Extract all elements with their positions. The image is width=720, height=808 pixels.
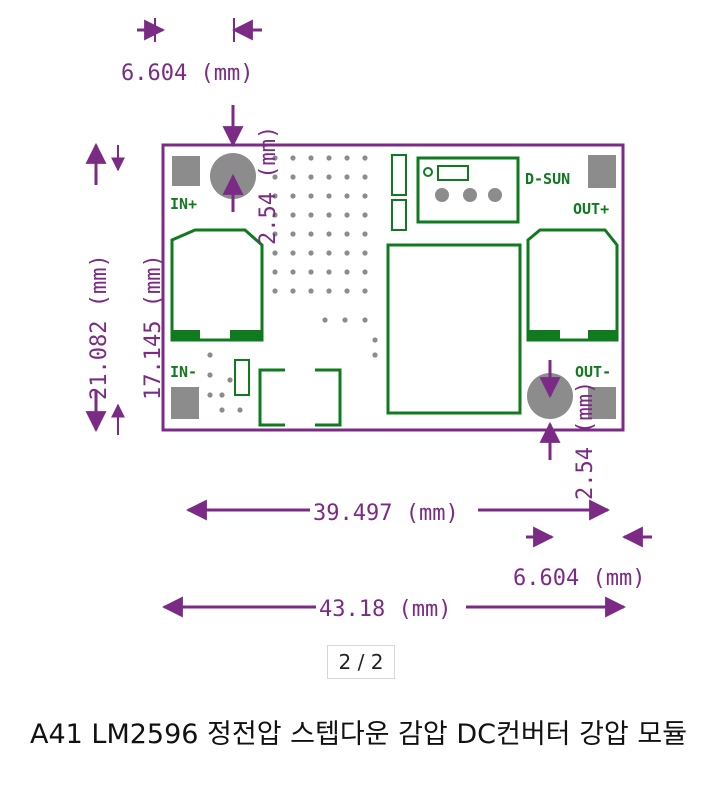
output-capacitor-band-left xyxy=(528,330,560,340)
label-out-minus: OUT- xyxy=(575,363,611,381)
via-dot xyxy=(290,193,296,199)
pad-in-minus xyxy=(171,387,199,419)
via-dot xyxy=(290,231,296,237)
via-dot xyxy=(290,269,296,275)
via-dot xyxy=(207,372,213,378)
input-capacitor-band-left xyxy=(172,330,200,340)
via-dot xyxy=(344,193,350,199)
via-dot xyxy=(308,212,314,218)
input-capacitor-band-right xyxy=(230,330,262,340)
dim-hole-offset-bottom: 2.54 (mm) xyxy=(573,381,598,500)
via-dot xyxy=(362,155,368,161)
via-dot xyxy=(326,155,332,161)
dim-total-height: 21.082 (mm) xyxy=(87,254,112,400)
via-dot xyxy=(344,155,350,161)
via-dot xyxy=(290,288,296,294)
via-dot xyxy=(326,212,332,218)
label-in-plus: IN+ xyxy=(170,195,197,213)
via-dot xyxy=(219,392,225,398)
via-dot xyxy=(308,174,314,180)
via-dot xyxy=(326,250,332,256)
via-dot xyxy=(272,288,278,294)
via-dot xyxy=(326,193,332,199)
via-dot xyxy=(227,377,233,383)
via-dot xyxy=(308,269,314,275)
via-dot xyxy=(344,269,350,275)
via-dot xyxy=(326,174,332,180)
via-dot xyxy=(272,250,278,256)
via-dot xyxy=(308,231,314,237)
via-dot xyxy=(372,352,378,358)
via-dot xyxy=(362,269,368,275)
via-dot xyxy=(372,337,378,343)
via-dot xyxy=(237,407,243,413)
via-dot xyxy=(290,174,296,180)
potentiometer-outline xyxy=(416,156,520,224)
via-dot xyxy=(362,231,368,237)
via-dot xyxy=(344,212,350,218)
via-dot xyxy=(308,250,314,256)
label-brand: D-SUN xyxy=(525,170,570,188)
pad-out-plus xyxy=(588,155,616,188)
via-dot xyxy=(362,250,368,256)
product-title: A41 LM2596 정전압 스텝다운 감압 DC컨버터 강압 모듈 xyxy=(30,719,688,750)
pot-pin-1 xyxy=(423,167,433,177)
pcb-dimension-diagram: IN+ IN- OUT+ OUT- D-SUN 6.604 (mm) 2.54 … xyxy=(85,18,652,622)
via-dot xyxy=(272,174,278,180)
image-pager[interactable]: 2 / 2 xyxy=(327,645,395,679)
via-dot xyxy=(290,212,296,218)
via-dot xyxy=(308,288,314,294)
via-dot xyxy=(362,174,368,180)
via-dot xyxy=(344,250,350,256)
via-dot xyxy=(362,288,368,294)
via-dot xyxy=(308,193,314,199)
via-dot xyxy=(272,212,278,218)
via-dot xyxy=(272,193,278,199)
via-dot xyxy=(290,155,296,161)
smd-component-top-2 xyxy=(391,199,407,231)
dim-hole-offset-top: 2.54 (mm) xyxy=(256,126,281,245)
via-dot-grid xyxy=(207,155,378,413)
via-dot xyxy=(207,392,213,398)
via-dot xyxy=(344,174,350,180)
smd-component-top xyxy=(391,154,407,196)
dim-hole-spacing-height: 17.145 (mm) xyxy=(141,254,166,400)
via-dot xyxy=(272,155,278,161)
via-dot xyxy=(322,317,328,323)
via-dot xyxy=(207,352,213,358)
label-in-minus: IN- xyxy=(170,363,197,381)
potentiometer-slot xyxy=(437,165,469,181)
via-dot xyxy=(326,231,332,237)
pot-pin-2 xyxy=(463,188,477,202)
via-dot xyxy=(272,231,278,237)
dim-pad-spacing-bottom: 6.604 (mm) xyxy=(513,566,645,591)
via-dot xyxy=(308,155,314,161)
smd-component-bottom xyxy=(234,359,250,396)
via-dot xyxy=(344,231,350,237)
via-dot xyxy=(219,407,225,413)
pad-in-plus xyxy=(172,156,200,186)
diode-outline xyxy=(258,368,342,427)
via-dot xyxy=(362,193,368,199)
via-dot xyxy=(326,288,332,294)
pot-pin-3 xyxy=(488,188,502,202)
via-dot xyxy=(272,269,278,275)
output-capacitor-band-right xyxy=(588,330,617,340)
via-dot xyxy=(344,288,350,294)
via-dot xyxy=(362,212,368,218)
via-dot xyxy=(290,250,296,256)
label-out-plus: OUT+ xyxy=(573,200,609,218)
dim-pad-spacing-top: 6.604 (mm) xyxy=(121,61,253,86)
dim-total-width: 43.18 (mm) xyxy=(319,597,451,622)
pot-pin-4 xyxy=(435,188,449,202)
via-dot xyxy=(326,269,332,275)
via-dot xyxy=(362,317,368,323)
inductor-outline xyxy=(386,243,522,415)
via-dot xyxy=(342,317,348,323)
dim-hole-spacing-width: 39.497 (mm) xyxy=(313,501,459,526)
pad-out-minus xyxy=(588,387,616,419)
